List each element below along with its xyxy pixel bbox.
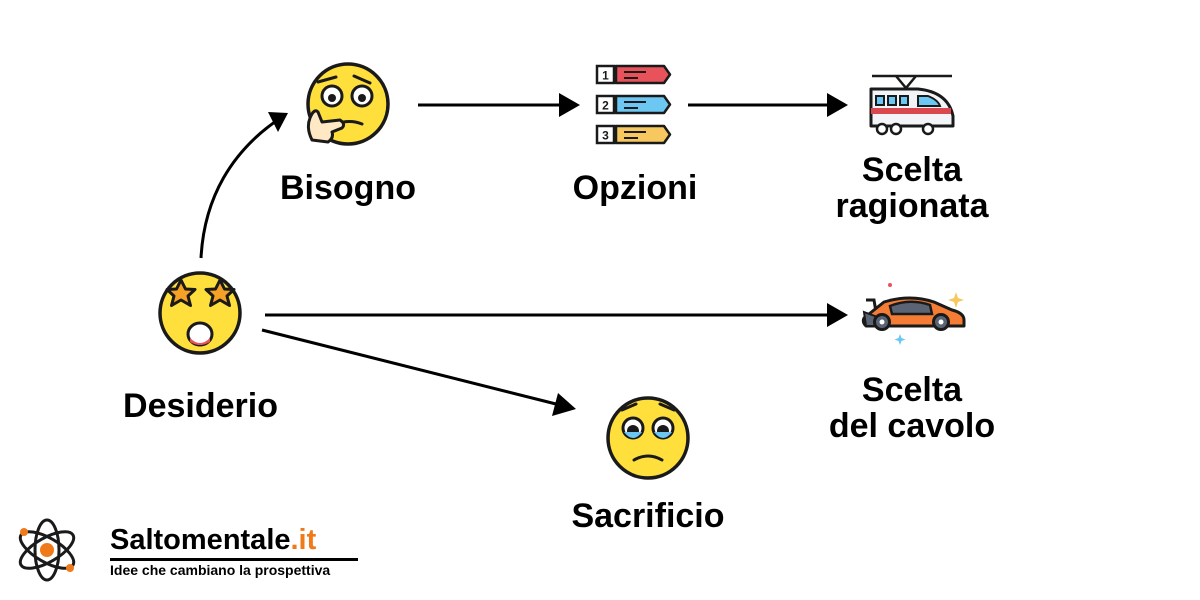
option-number: 1: [602, 69, 609, 83]
node-label-opzioni: Opzioni: [572, 169, 698, 207]
node-label-desiderio: Desiderio: [123, 387, 278, 425]
brand-tld: .it: [290, 524, 317, 556]
train-icon: [869, 74, 955, 136]
node-label-scelta-del-cavolo-line2: del cavolo: [828, 407, 996, 445]
brand-tagline: Idee che cambiano la prospettiva: [110, 562, 331, 578]
arrow-desiderio-to-bisogno: [199, 113, 286, 259]
option-number: 2: [602, 99, 609, 113]
arrow-head: [827, 93, 848, 117]
arrow-head: [559, 93, 580, 117]
brand-underline: [110, 558, 358, 561]
atom-logo-icon: [18, 518, 76, 582]
arrow-head: [552, 393, 576, 416]
option-number: 3: [602, 129, 609, 143]
arrow-desiderio-to-sacrificio: [261, 328, 557, 406]
node-label-scelta-ragionata-line2: ragionata: [835, 187, 989, 225]
sports-car-icon: [861, 283, 966, 345]
node-label-bisogno: Bisogno: [280, 169, 416, 207]
star-struck-face-icon: [158, 271, 242, 355]
arrow-head: [827, 303, 848, 327]
thinking-face-icon: [306, 62, 390, 146]
arrow-head: [268, 112, 288, 132]
ranked-options-icon: 1 2 3: [595, 64, 672, 145]
brand-domain: Saltomentale: [110, 524, 291, 556]
node-label-scelta-ragionata-line1: Scelta: [861, 151, 963, 189]
node-label-scelta-del-cavolo-line1: Scelta: [861, 371, 963, 409]
pleading-sad-face-icon: [606, 396, 690, 480]
brand-name: Saltomentale.it: [110, 524, 316, 556]
node-label-sacrificio: Sacrificio: [571, 497, 725, 535]
